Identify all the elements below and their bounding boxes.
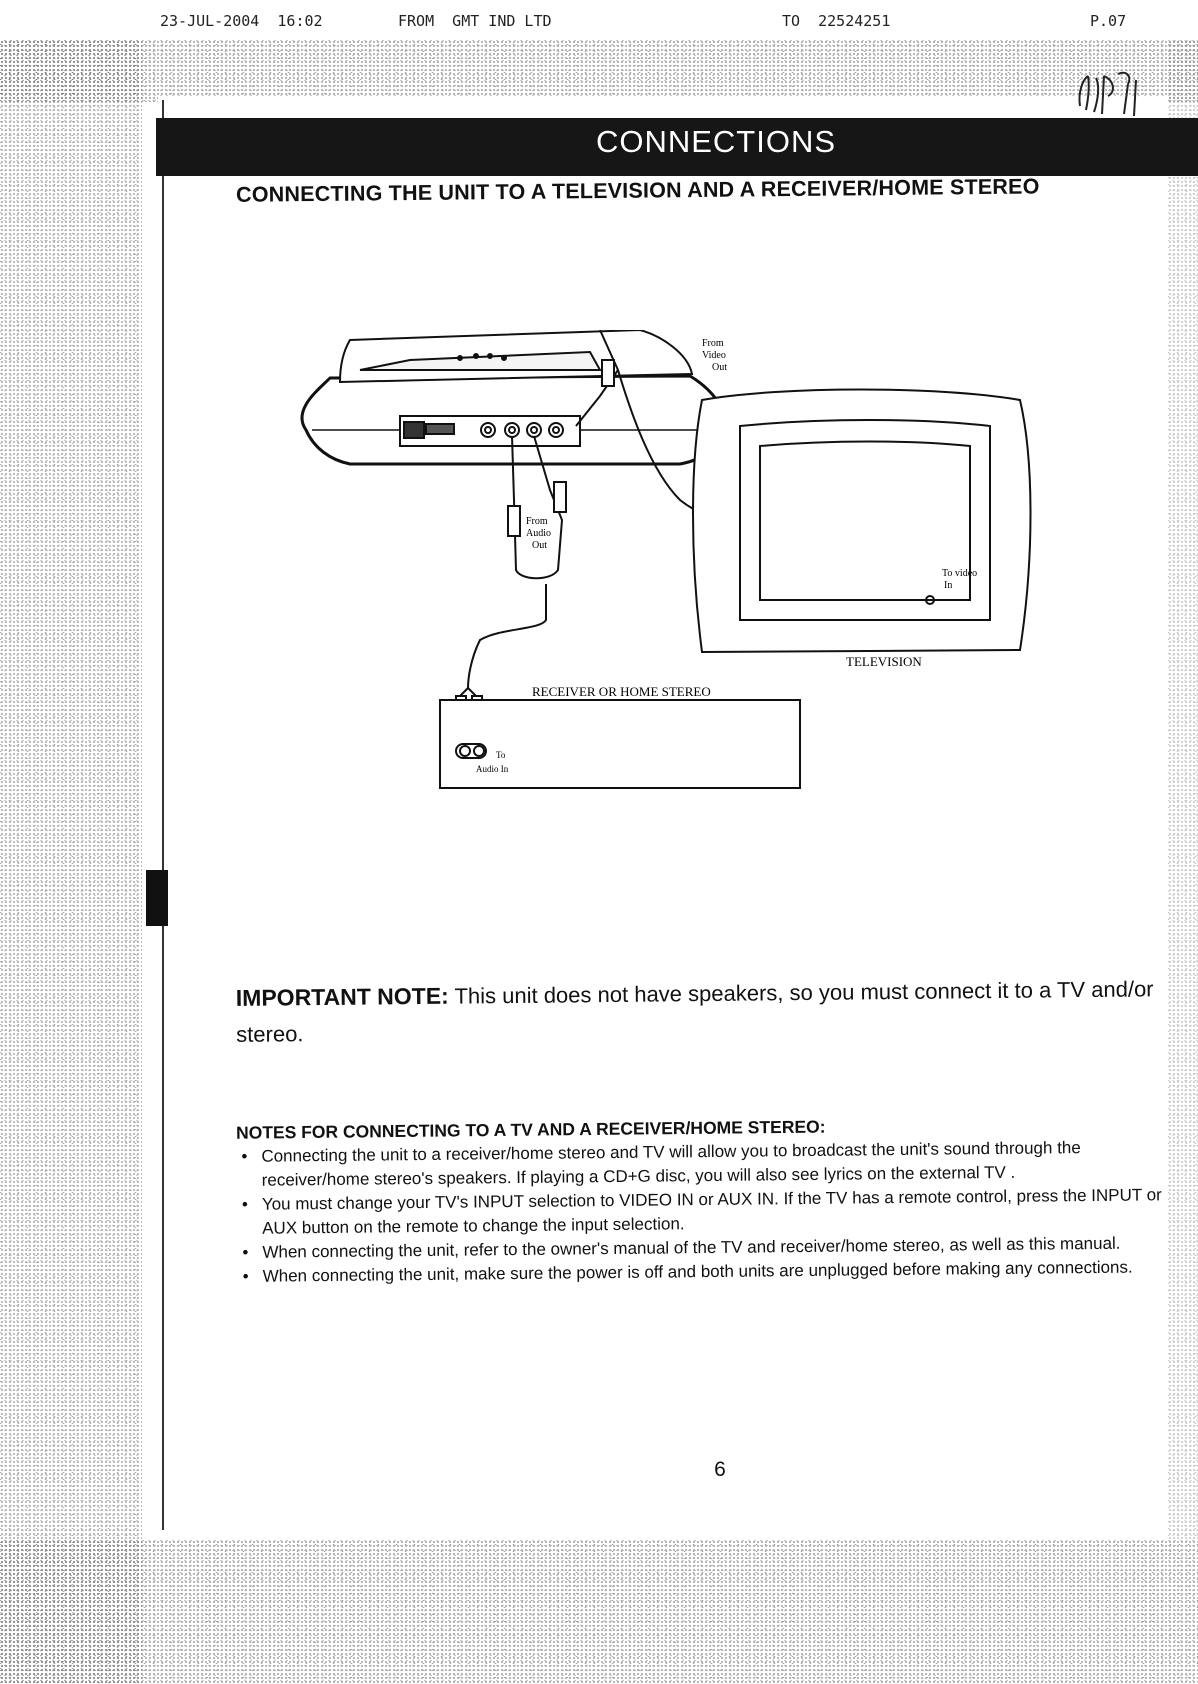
fax-header: 23-JUL-2004 16:02 FROM GMT IND LTD TO 22…: [0, 8, 1198, 36]
fax-noise-left: [0, 40, 142, 1684]
fax-page: P.07: [1090, 12, 1127, 30]
label-from-audio-out-3: Out: [532, 540, 547, 551]
label-from-audio-out-2: Audio: [526, 528, 551, 539]
margin-tab-marker: [146, 870, 168, 926]
label-from-video-out-2: Video: [702, 350, 726, 361]
label-to-video-in-2: In: [944, 580, 952, 591]
section-title: CONNECTIONS: [595, 124, 837, 159]
television: [692, 388, 1032, 654]
left-margin-rule: [162, 100, 164, 1530]
connection-diagram: From Video Out From Audio Out To video I…: [300, 330, 1032, 789]
important-note-lead: IMPORTANT NOTE:: [235, 982, 449, 1011]
label-to-audio-in-1: To: [496, 750, 506, 760]
fax-noise-bottom: [0, 1540, 1198, 1684]
label-to-audio-in-2: Audio In: [476, 764, 509, 774]
fax-noise-right: [1168, 40, 1198, 1540]
manual-page: [158, 96, 1168, 1536]
label-to-video-in-1: To video: [942, 568, 977, 579]
page-number: 6: [714, 1458, 726, 1481]
audio-cable: [455, 435, 567, 727]
handwritten-mark: [1078, 71, 1137, 117]
fax-sender: FROM GMT IND LTD: [398, 12, 552, 30]
receiver: [439, 699, 801, 789]
fax-datetime: 23-JUL-2004 16:02: [160, 12, 323, 30]
label-from-video-out-3: Out: [712, 362, 727, 373]
label-receiver: RECEIVER OR HOME STEREO: [532, 684, 711, 699]
fax-noise-top: [0, 40, 1198, 102]
notes-list: Connecting the unit to a receiver/home s…: [239, 1135, 1180, 1289]
portable-unit: [300, 330, 727, 466]
label-from-audio-out-1: From: [526, 516, 548, 527]
section-header-bar: CONNECTIONS: [156, 118, 1198, 176]
label-from-video-out-1: From: [702, 338, 724, 349]
fax-recipient: TO 22524251: [782, 12, 891, 30]
important-note: IMPORTANT NOTE: This unit does not have …: [236, 970, 1177, 1053]
label-television: TELEVISION: [846, 654, 922, 669]
